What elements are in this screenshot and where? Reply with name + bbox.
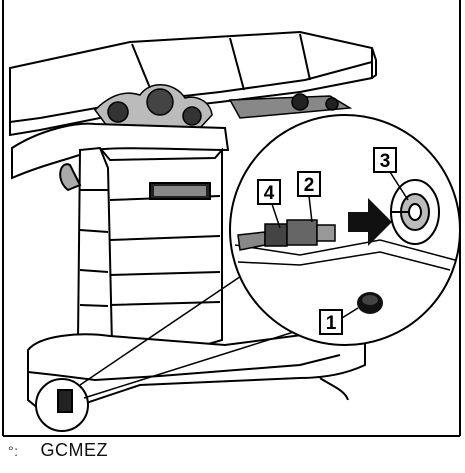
callout-3-label: 3 <box>380 151 391 172</box>
table-base <box>27 328 366 420</box>
callout-1-label: 1 <box>326 313 337 334</box>
column <box>59 146 223 354</box>
callout-2: 2 <box>297 171 321 223</box>
callout-1: 1 <box>319 307 359 335</box>
cap-plug-icon <box>357 292 383 314</box>
callout-4-label: 4 <box>264 183 275 204</box>
callout-2-label: 2 <box>304 175 315 196</box>
leader-lines <box>79 269 301 399</box>
arrow-right-icon <box>348 198 392 246</box>
detail-view: 4 2 3 1 <box>229 114 461 346</box>
caption-mark: °: <box>8 443 19 459</box>
detail-locator-circle <box>35 378 89 432</box>
table-mechanism <box>94 84 353 131</box>
connector-plug-icon <box>237 219 336 251</box>
callout-4: 4 <box>257 179 281 229</box>
caption-text: GCMEZ <box>40 440 108 460</box>
callout-3: 3 <box>373 147 409 201</box>
connector-socket-icon <box>390 179 440 245</box>
figure-caption: °: GCMEZ <box>8 440 108 461</box>
support-arm <box>11 122 230 180</box>
